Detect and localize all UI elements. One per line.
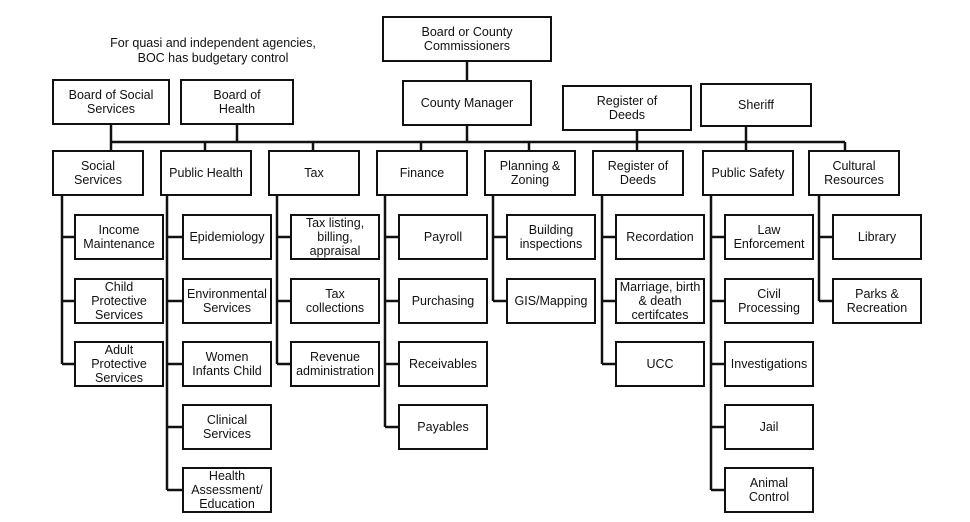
unit-purchasing: Purchasing [398,278,488,324]
unit-animal-control: Animal Control [724,467,814,513]
unit-environmental-services: Environmental Services [182,278,272,324]
unit-investigations: Investigations [724,341,814,387]
unit-income-maintenance: Income Maintenance [74,214,164,260]
unit-epidemiology: Epidemiology [182,214,272,260]
unit-clinical-services: Clinical Services [182,404,272,450]
unit-recordation: Recordation [615,214,705,260]
unit-payroll: Payroll [398,214,488,260]
unit-library: Library [832,214,922,260]
unit-civil-processing: Civil Processing [724,278,814,324]
unit-adult-protective-services: Adult Protective Services [74,341,164,387]
dept-social-services: Social Services [52,150,144,196]
dept-register-of-deeds: Register of Deeds [592,150,684,196]
county-manager-box: County Manager [402,80,532,126]
board-of-social-services-box: Board of Social Services [52,79,170,125]
unit-marriage-birth-death-certificates: Marriage, birth & death certifcates [615,278,705,324]
dept-finance: Finance [376,150,468,196]
unit-health-assessment-education: Health Assessment/ Education [182,467,272,513]
unit-jail: Jail [724,404,814,450]
board-of-commissioners-box: Board or County Commissioners [382,16,552,62]
register-of-deeds-top-box: Register of Deeds [562,85,692,131]
unit-parks-recreation: Parks & Recreation [832,278,922,324]
unit-child-protective-services: Child Protective Services [74,278,164,324]
unit-law-enforcement: Law Enforcement [724,214,814,260]
dept-tax: Tax [268,150,360,196]
dept-public-health: Public Health [160,150,252,196]
unit-tax-listing: Tax listing, billing, appraisal [290,214,380,260]
unit-receivables: Receivables [398,341,488,387]
dept-public-safety: Public Safety [702,150,794,196]
dept-planning-zoning: Planning & Zoning [484,150,576,196]
connector-group [60,62,847,492]
unit-building-inspections: Building inspections [506,214,596,260]
unit-women-infants-child: Women Infants Child [182,341,272,387]
unit-tax-collections: Tax collections [290,278,380,324]
dept-cultural-resources: Cultural Resources [808,150,900,196]
unit-ucc: UCC [615,341,705,387]
unit-revenue-administration: Revenue administration [290,341,380,387]
budgetary-control-note: For quasi and independent agencies, BOC … [110,36,316,65]
board-of-health-box: Board of Health [180,79,294,125]
unit-gis-mapping: GIS/Mapping [506,278,596,324]
unit-payables: Payables [398,404,488,450]
sheriff-box: Sheriff [700,83,812,127]
